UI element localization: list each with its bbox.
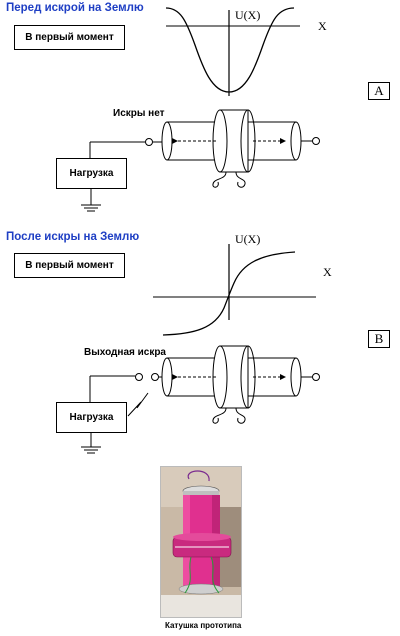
panel-a-heading: Перед искрой на Землю — [6, 2, 144, 14]
panel-b-circuit — [81, 373, 165, 454]
panel-a-curve-y-label: U(X) — [235, 8, 261, 22]
panel-a-tag: A — [368, 82, 390, 100]
panel-a-load-box: Нагрузка — [56, 158, 127, 189]
panel-a-circuit — [81, 138, 165, 212]
prototype-coil-photo — [160, 466, 242, 618]
panel-b-coil — [161, 345, 320, 424]
panel-b-load-box: Нагрузка — [56, 402, 127, 433]
panel-a-coil — [161, 109, 320, 188]
panel-b-curve-y-label: U(X) — [235, 232, 261, 246]
coil-photo-illustration — [161, 467, 241, 617]
panel-b-moment-box: В первый момент — [14, 253, 125, 278]
panel-a-potential-curve — [165, 7, 300, 96]
panel-b-potential-curve — [153, 244, 316, 336]
panel-b-tag: B — [368, 330, 390, 348]
panel-a-moment-box: В первый момент — [14, 25, 125, 50]
panel-a-curve-x-label: X — [318, 19, 327, 33]
panel-a-spark-label: Искры нет — [113, 108, 165, 119]
panel-b-spark-label: Выходная искра — [84, 347, 166, 358]
photo-caption: Катушка прототипа — [165, 621, 242, 630]
panel-b-curve-x-label: X — [323, 265, 332, 279]
panel-b-heading: После искры на Землю — [6, 231, 140, 243]
